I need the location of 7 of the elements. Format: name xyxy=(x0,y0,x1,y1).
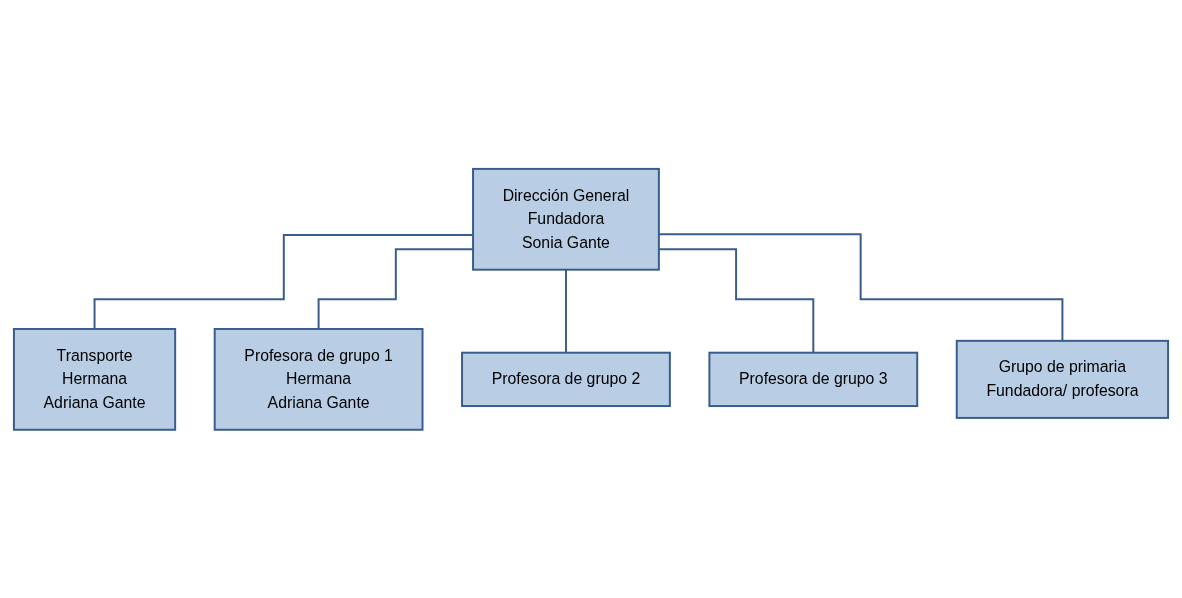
node-box: Grupo de primaria Fundadora/ profesora xyxy=(955,339,1170,419)
node-box: Dirección General Fundadora Sonia Gante xyxy=(472,167,660,271)
node-box: Profesora de grupo 2 xyxy=(461,351,671,407)
node-box: Transporte Hermana Adriana Gante xyxy=(12,327,177,431)
node-box: Profesora de grupo 1 Hermana Adriana Gante xyxy=(213,327,424,431)
connector xyxy=(564,268,567,354)
node-box: Profesora de grupo 3 xyxy=(708,351,919,407)
